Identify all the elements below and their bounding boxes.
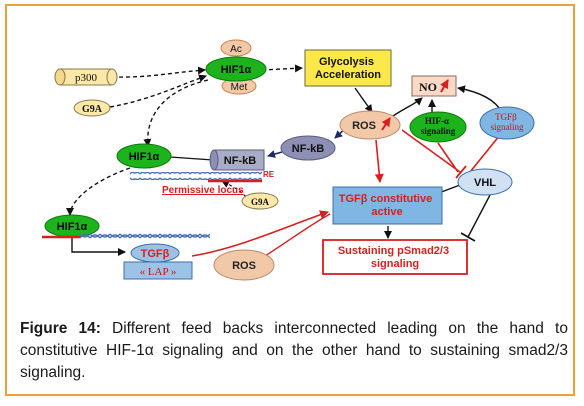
tgfb-lap-bottom-label: « LAP » [140,266,177,278]
p300-label: p300 [75,72,98,84]
p300-to-hif-arrow [111,66,206,78]
glycolysis-line-1: Glycolysis [319,56,374,68]
glycolysis-line-2: Acceleration [315,69,381,81]
vhl-node [457,168,513,196]
nfkb-box-label: NF-kB [224,155,256,167]
smad-line-1: Sustaining pSmad2/3 [338,245,449,257]
glycolysis-to-ros-arrow [354,87,373,113]
hif-bottom-label: HIF1α [57,221,88,233]
hif-top-node [205,56,267,82]
tgfb-constitutive-label: TGFβ constitutive active [339,193,436,218]
tgfb-signaling-to-vhl-line [469,134,501,173]
nfkb-oval-node [280,135,336,161]
no-up-arrow-icon [440,79,449,93]
hif-to-nfkb-box-line [169,156,214,161]
hif-to-glycolysis-arrow [261,64,303,73]
tgfb-constitutive-box [332,186,443,225]
tgfb-signaling-label: TGFβ signaling [491,112,524,132]
ros-to-vhl-arrow [401,129,461,173]
ros-up-arrow-icon [381,117,391,131]
vhl-label: VHL [474,177,496,189]
hif-top-label: HIF1α [221,64,252,76]
hif-alpha-signaling-label: HIF-α signaling [421,116,456,136]
ac-label: Ac [230,44,242,55]
tgfb-constitutive-line-1: TGFβ constitutive [339,193,433,205]
smad-box [322,239,468,275]
caption-text: Different feed backs interconnected lead… [20,320,568,381]
nfkb-to-nfkb-box-arrow [267,150,283,158]
no-label: NO [419,80,437,94]
ros-to-no-arrow [392,97,423,117]
g9a-mid-node [241,192,279,210]
caption-label: Figure 14: [20,320,101,337]
nfkb-box-node [209,149,265,171]
glycolysis-box [304,49,392,87]
re-label: RE [263,170,275,179]
lap-to-tgfb-constitutive-arrow [191,210,329,257]
figure-caption: Figure 14: Different feed backs intercon… [20,318,568,384]
hif-bottom-to-lap-arrow [71,232,126,256]
tgfb-lap-top-label: TGFβ [141,248,170,260]
dna-strand-mid [130,172,262,180]
g9a-top-node [73,99,111,117]
tgfb-constitutive-line-2: active [371,206,402,218]
g9a-mid-label: G9A [251,197,270,207]
ros-bottom-to-tgfb-constitutive-arrow [261,213,331,259]
met-label: Met [231,82,248,93]
vhl-to-smad-line [467,194,491,238]
nfkb-oval-label: NF-kB [292,143,324,155]
g9a-top-label: G9A [82,104,103,115]
dna-strand-bottom [80,233,210,241]
hif-top-to-mid-arrow [143,79,209,147]
ros-to-tgfb-constitutive-arrow [374,139,384,183]
vhl-to-smad-bar [460,232,476,242]
glycolysis-label: Glycolysis Acceleration [315,56,381,81]
ros-main-label: ROS [352,120,376,132]
hif-mid-node [116,143,172,169]
tgfb-signaling-line-1: TGFβ [495,112,517,122]
g9a-to-hif-arrow [109,74,207,108]
smad-line-2: signaling [371,258,419,270]
p300-node [54,68,118,86]
hif-alpha-signaling-line-1: HIF-α [425,116,449,126]
tgfb-signaling-line-2: signaling [491,122,524,132]
hif-alpha-signaling-line-2: signaling [421,126,456,136]
ros-bottom-label: ROS [232,260,256,272]
smad-label: Sustaining pSmad2/3 signaling [338,245,452,270]
tgfb-lap-box [123,261,193,280]
hif-signaling-to-vhl-line [437,142,459,173]
ros-bottom-node [213,249,275,281]
ac-node [220,39,252,57]
ros-to-vhl-bar [455,165,467,179]
tgfb-signaling-node [479,106,535,140]
hif-mid-to-bottom-arrow [66,167,131,216]
hif-mid-label: HIF1α [129,151,160,163]
hif-alpha-signaling-node [409,111,467,143]
permissive-locus-label: Permissive locus [162,185,244,196]
